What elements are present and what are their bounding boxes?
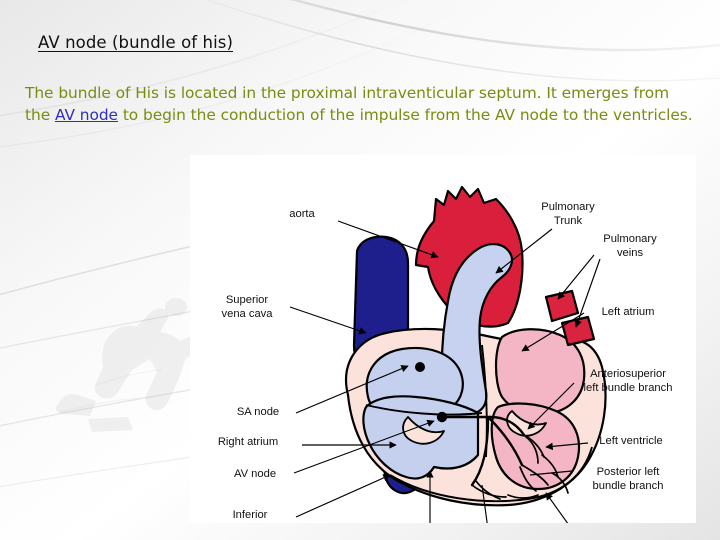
- label-line: AV node: [234, 468, 276, 480]
- leader-anteriosuperior: [527, 382, 575, 430]
- heart-anatomy: [345, 185, 607, 507]
- leader-av-node: [293, 419, 435, 474]
- page-title: AV node (bundle of his): [38, 33, 233, 52]
- label-line: Anteriosuperior: [590, 368, 666, 380]
- diagram-label-inferior-vena-cava: Inferiorvena cava: [225, 509, 277, 523]
- av-node-marker: [436, 411, 448, 423]
- label-line: Right atrium: [218, 436, 278, 448]
- leader-purkinje: [545, 492, 569, 523]
- heart-apex-outline: [389, 446, 593, 503]
- diagram-label-pulmonary-veins: Pulmonary veins: [603, 233, 657, 259]
- label-line: aorta: [289, 208, 315, 220]
- diagram-label-superior-vena-cava: Superior vena cava: [222, 294, 274, 320]
- leader-left-ventricle: [545, 442, 589, 451]
- leader-right-bundle-branch: [481, 484, 488, 523]
- leader-superior-vena-cava: [289, 306, 367, 335]
- atrioventricular-groove: [365, 404, 483, 416]
- diagram-label-anteriosuperior-branch: Anteriosuperior left bundle branch: [584, 368, 673, 394]
- label-line: Pulmonary: [541, 201, 595, 213]
- label-line: Left atrium: [602, 306, 655, 318]
- body-text-part2: to begin the conduction of the impulse f…: [117, 105, 693, 124]
- leader-posterior-left: [529, 470, 573, 476]
- diagram-label-av-node: AV node: [234, 468, 276, 480]
- av-node-hyperlink[interactable]: AV node: [54, 105, 118, 124]
- label-line: veins: [617, 247, 644, 259]
- label-line: vena cava: [222, 308, 274, 320]
- diagram-label-right-atrium: Right atrium: [218, 436, 278, 448]
- conduction-system: [415, 362, 569, 500]
- label-line: left bundle branch: [584, 382, 673, 394]
- sa-node-marker: [415, 362, 425, 372]
- anteriosuperior-left-bundle-branch: [488, 415, 526, 437]
- posterior-left-bundle-branch: [488, 417, 524, 467]
- diagram-label-posterior-left-branch: Posterior left bundle branch: [593, 466, 664, 492]
- label-line: Inferior: [233, 509, 268, 521]
- right-bundle-branch-path: [470, 417, 490, 487]
- leader-lines: [289, 220, 601, 523]
- leader-pulmonary-trunk: [495, 228, 553, 274]
- leader-aorta: [337, 220, 439, 259]
- leader-pulmonary-vein-1: [557, 254, 595, 300]
- body-text-part1: The bundle of His is located in the prox…: [25, 84, 670, 124]
- diagram-label-sa-node: SA node: [237, 406, 279, 418]
- label-line: bundle branch: [593, 480, 664, 492]
- label-line: Left ventricle: [599, 435, 662, 447]
- label-line: Pulmonary: [603, 233, 657, 245]
- leader-sa-node: [295, 365, 409, 414]
- leader-inferior-vena-cava: [295, 474, 391, 518]
- leader-left-atrium: [521, 312, 585, 352]
- label-line: Posterior left: [597, 466, 661, 478]
- tricuspid-valve: [402, 416, 445, 445]
- diagram-label-left-ventricle: Left ventricle: [599, 435, 662, 447]
- label-line: SA node: [237, 406, 279, 418]
- body-paragraph: The bundle of His is located in the prox…: [25, 83, 697, 126]
- diagram-label-left-atrium: Left atrium: [602, 306, 655, 318]
- diagram-label-aorta: aorta: [289, 208, 315, 220]
- label-line: Superior: [226, 294, 269, 306]
- label-line: Trunk: [554, 215, 583, 227]
- left-atrium-shape: [494, 328, 586, 416]
